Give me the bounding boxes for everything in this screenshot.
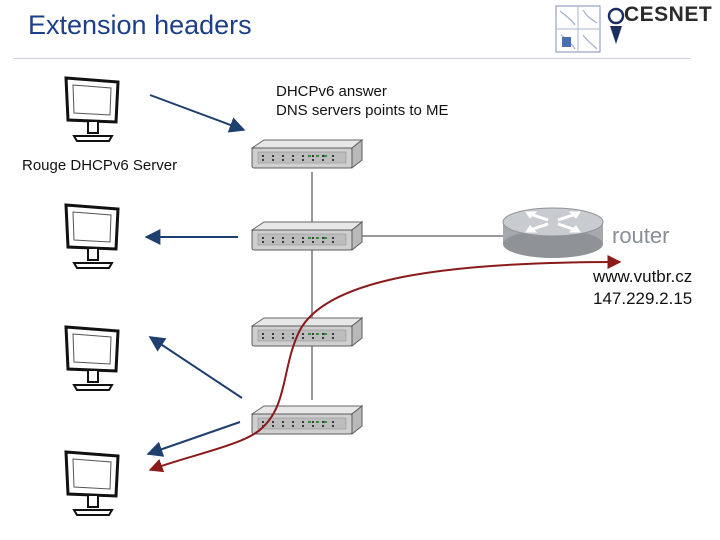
network-switch-icon [251, 221, 363, 251]
dhcp-answer-line2: DNS servers points to ME [276, 102, 449, 119]
desktop-monitor-icon [64, 76, 120, 143]
host-ip: 147.229.2.15 [593, 289, 693, 308]
cesnet-mark-icon [607, 7, 625, 44]
router-icon [502, 207, 604, 258]
arrow-answer-to-client [148, 336, 243, 399]
arrow-to-rogue-server [149, 94, 246, 133]
slide-title: Extension headers [28, 10, 252, 40]
rouge-server-label: Rouge DHCPv6 Server [22, 157, 178, 174]
title-divider [14, 58, 690, 59]
arrow-answer-to-client [146, 421, 241, 457]
host-name: www.vutbr.cz [593, 267, 693, 286]
desktop-monitor-icon [64, 450, 120, 517]
dhcp-answer-label: DHCPv6 answer DNS servers points to ME [276, 82, 449, 120]
network-switch-icon [251, 317, 363, 347]
target-host-label: www.vutbr.cz 147.229.2.15 [593, 266, 692, 310]
cesnet-logo-icon [555, 5, 601, 53]
dhcp-message-arrows [144, 94, 246, 457]
desktop-monitor-icon [64, 325, 120, 392]
traffic-path [148, 255, 622, 473]
network-switch-icon [251, 139, 363, 169]
dhcp-answer-line1: DHCPv6 answer [276, 83, 387, 100]
desktop-monitor-icon [64, 203, 120, 270]
router-label: router [612, 223, 670, 248]
network-links [311, 172, 510, 400]
logo-text: CESNET [624, 3, 713, 26]
